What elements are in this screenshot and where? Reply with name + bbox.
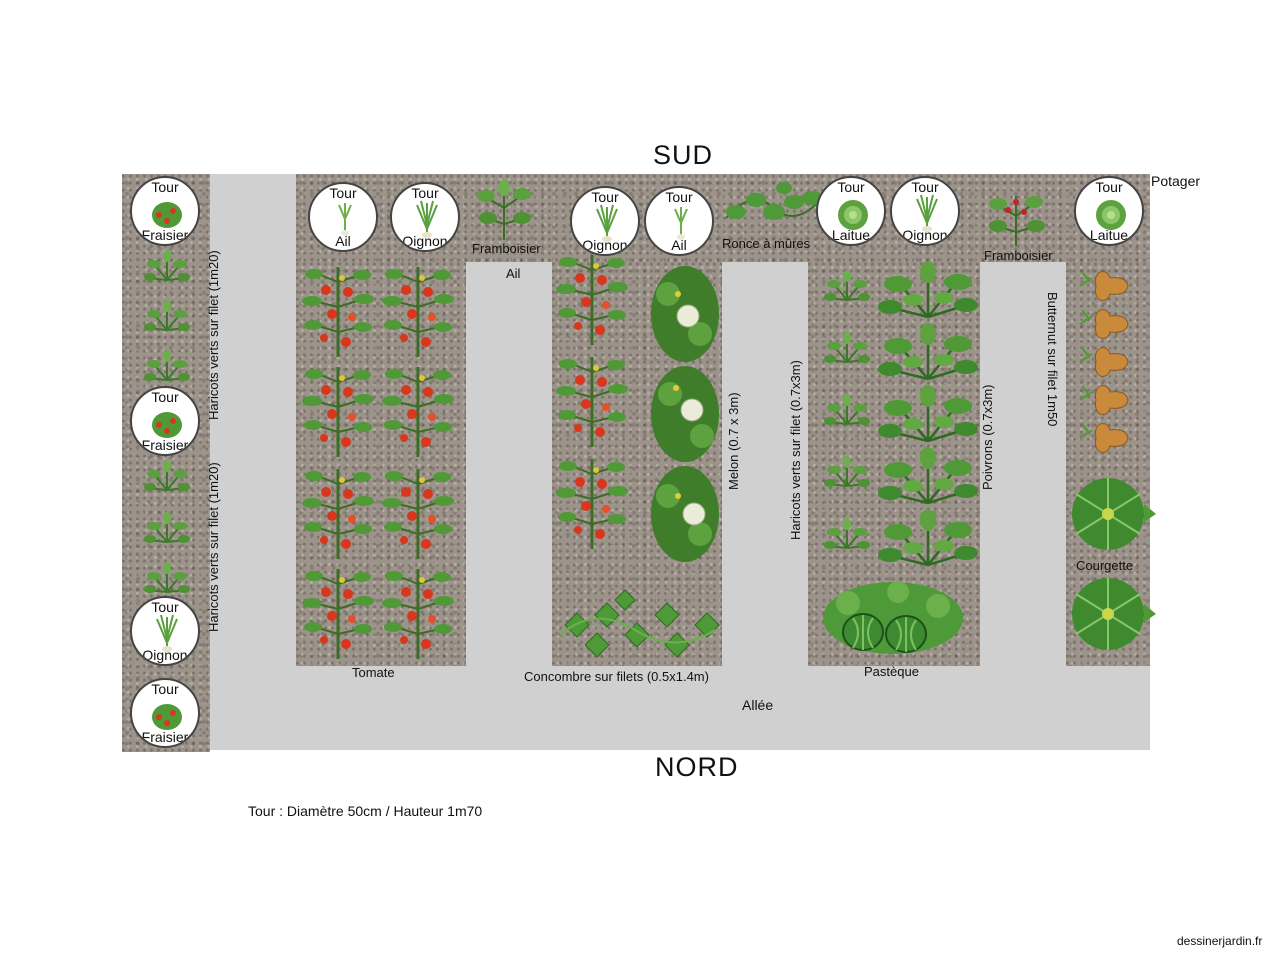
- tower-oignon-2[interactable]: Tour Oignon: [570, 186, 640, 256]
- onion-icon: [156, 614, 178, 652]
- onion-icon: [916, 194, 938, 232]
- tower-word: Tour: [411, 185, 439, 201]
- tower-oignon-3[interactable]: Tour Oignon: [890, 176, 960, 246]
- tower-oignon-left[interactable]: Tour Oignon: [130, 596, 200, 666]
- label-haricots-left-bottom: Haricots verts sur filet (1m20): [206, 462, 221, 632]
- butternut-plants: [1079, 270, 1129, 454]
- south-label: SUD: [653, 140, 714, 170]
- tower-word: Tour: [151, 389, 179, 405]
- label-pasteque: Pastèque: [864, 664, 919, 679]
- melon-plants: [651, 266, 719, 562]
- tower-ail-2[interactable]: Tour Ail: [644, 186, 714, 256]
- lettuce-icon: [838, 200, 868, 230]
- label-framboisier-2: Framboisier: [984, 248, 1053, 263]
- raspberry-plant-2: [989, 196, 1045, 246]
- label-haricots-left-top: Haricots verts sur filet (1m20): [206, 250, 221, 420]
- strawberry-icon: [152, 202, 182, 228]
- tower-word: Tour: [837, 179, 865, 195]
- label-butternut: Butternut sur filet 1m50: [1045, 292, 1060, 427]
- tower-word: Tour: [329, 185, 357, 201]
- label-tomate: Tomate: [352, 665, 395, 680]
- blackberry-plant: [725, 182, 823, 220]
- onion-icon: [596, 204, 618, 242]
- credit: dessinerjardin.fr: [1177, 934, 1263, 948]
- tomato-plants-middle: [554, 253, 630, 551]
- tower-laitue-1[interactable]: Tour Laitue: [816, 176, 886, 246]
- tower-word: Tour: [151, 681, 179, 697]
- label-melon: Melon (0.7 x 3m): [726, 392, 741, 490]
- pepper-plants: [878, 262, 978, 567]
- lettuce-icon: [1096, 200, 1126, 230]
- tower-word: Tour: [665, 189, 693, 205]
- tower-fraisier-2[interactable]: Tour Fraisier: [130, 386, 200, 456]
- tower-word: Tour: [591, 189, 619, 205]
- strawberry-icon: [152, 412, 182, 438]
- label-concombre: Concombre sur filets (0.5x1.4m): [524, 669, 709, 684]
- label-haricots-center: Haricots verts sur filet (0.7x3m): [788, 360, 803, 540]
- tower-laitue-2[interactable]: Tour Laitue: [1074, 176, 1144, 246]
- label-ronce: Ronce à mûres: [722, 236, 811, 251]
- tower-word: Tour: [151, 179, 179, 195]
- label-courgette: Courgette: [1076, 558, 1134, 573]
- tower-oignon-1[interactable]: Tour Oignon: [390, 182, 460, 252]
- garlic-icon: [338, 203, 352, 236]
- label-poivrons: Poivrons (0.7x3m): [980, 384, 995, 490]
- small-pepper-plants: [823, 270, 871, 550]
- tower-word: Tour: [151, 599, 179, 615]
- onion-icon: [416, 200, 438, 238]
- watermelon-plants: [823, 581, 963, 654]
- label-framboisier-1: Framboisier: [472, 241, 541, 256]
- label-ail: Ail: [506, 266, 521, 281]
- strawberry-icon: [152, 704, 182, 730]
- aisle-label: Allée: [742, 697, 774, 713]
- garden-name: Potager: [1151, 173, 1201, 189]
- tower-word: Tour: [1095, 179, 1123, 195]
- tomato-plants: [300, 265, 456, 661]
- raspberry-plant-1: [477, 180, 531, 240]
- cucumber-plants: [559, 589, 720, 658]
- tower-fraisier-3[interactable]: Tour Fraisier: [130, 678, 200, 748]
- garlic-icon: [674, 207, 688, 240]
- footnote: Tour : Diamètre 50cm / Hauteur 1m70: [248, 803, 483, 819]
- north-label: NORD: [655, 752, 739, 782]
- tower-fraisier-1[interactable]: Tour Fraisier: [130, 176, 200, 246]
- tower-ail-1[interactable]: Tour Ail: [308, 182, 378, 252]
- tower-word: Tour: [911, 179, 939, 195]
